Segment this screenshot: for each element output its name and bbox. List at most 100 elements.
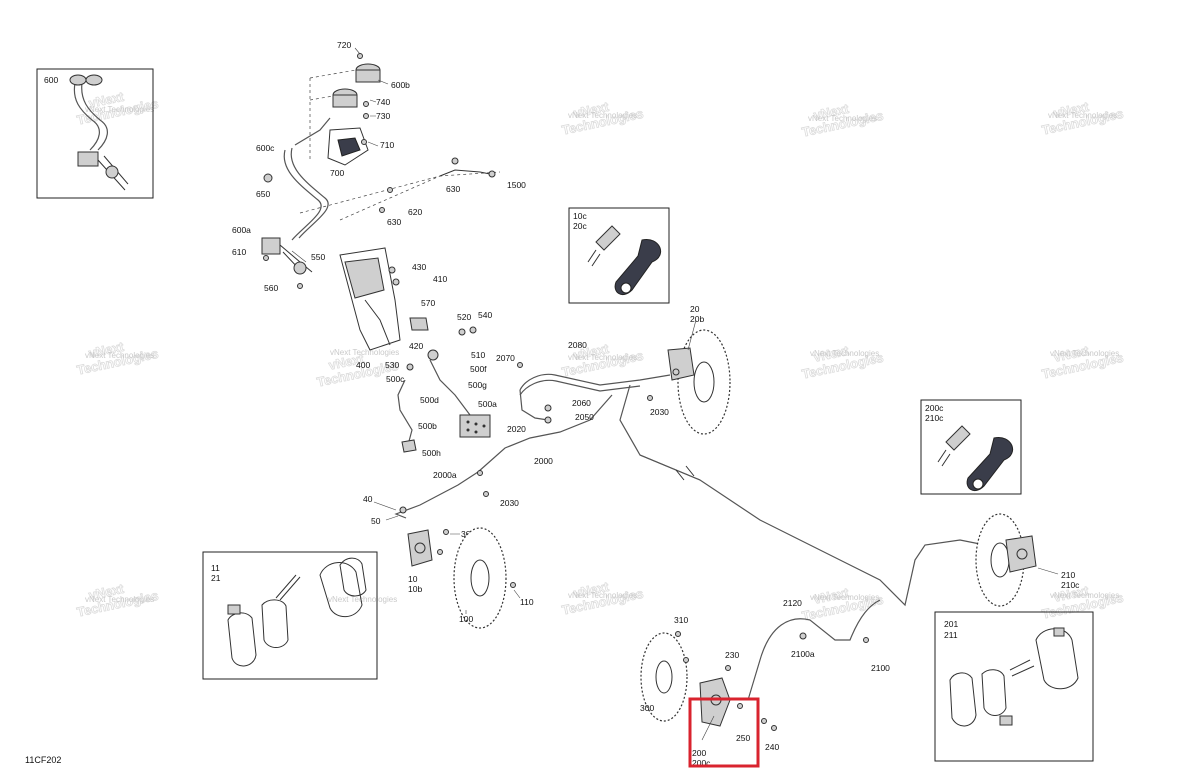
callout-720: 720 <box>337 40 351 50</box>
watermark: vNext Technologies <box>1050 591 1119 600</box>
watermark: vNext Technologies <box>1048 111 1117 120</box>
watermark: vNext Technologies <box>328 595 397 604</box>
callout-570: 570 <box>421 298 435 308</box>
watermark: vNext Technologies <box>1050 349 1119 358</box>
inset-pads-11-21[interactable] <box>202 551 378 680</box>
callout-210: 210 <box>1061 570 1075 580</box>
callout-2100a: 2100a <box>791 649 815 659</box>
callout-2070: 2070 <box>496 353 515 363</box>
callout-740: 740 <box>376 97 390 107</box>
callout-630-upper: 630 <box>446 184 460 194</box>
watermark: vNext Technologies <box>85 595 154 604</box>
callout-710: 710 <box>380 140 394 150</box>
hose-600c <box>263 117 501 241</box>
callout-21: 21 <box>211 573 221 583</box>
callout-11: 11 <box>211 563 220 573</box>
callout-500h: 500h <box>422 448 441 458</box>
callout-500a: 500a <box>478 399 497 409</box>
callout-300: 300 <box>640 703 654 713</box>
callout-500g: 500g <box>468 380 487 390</box>
callout-600b: 600b <box>391 80 410 90</box>
callout-200c-lower: 200c <box>692 758 711 768</box>
callout-420: 420 <box>409 341 423 351</box>
callout-10: 10 <box>408 574 418 584</box>
callout-2080: 2080 <box>568 340 587 350</box>
callout-600a: 600a <box>232 225 251 235</box>
highlight-box[interactable] <box>688 697 760 768</box>
pedal-bracket-400 <box>339 247 491 453</box>
callout-500d: 500d <box>420 395 439 405</box>
callout-200c: 200c <box>925 403 944 413</box>
callout-110: 110 <box>520 597 534 607</box>
front-left-caliper-10 <box>373 501 460 567</box>
master-cylinder-600a <box>261 237 313 289</box>
callout-210c-right: 210c <box>1061 580 1080 590</box>
disc-100 <box>453 527 521 629</box>
callout-2030-upper: 2030 <box>650 407 669 417</box>
callout-201: 201 <box>944 619 958 629</box>
callout-2060: 2060 <box>572 398 591 408</box>
callout-250: 250 <box>736 733 750 743</box>
callout-400: 400 <box>356 360 370 370</box>
diagram-code: 11CF202 <box>25 755 61 765</box>
callout-2100: 2100 <box>871 663 890 673</box>
callout-600: 600 <box>44 75 58 85</box>
callout-610: 610 <box>232 247 246 257</box>
callout-40: 40 <box>363 494 373 504</box>
callout-2020: 2020 <box>507 424 526 434</box>
callout-10c: 10c <box>573 211 587 221</box>
callout-30: 30 <box>461 529 471 539</box>
callout-200: 200 <box>692 748 706 758</box>
callout-550: 550 <box>311 252 325 262</box>
watermark: vNext Technologies <box>568 111 637 120</box>
callout-520: 520 <box>457 312 471 322</box>
callout-2120: 2120 <box>783 598 802 608</box>
callout-2000a: 2000a <box>433 470 457 480</box>
callout-650: 650 <box>256 189 270 199</box>
inset-600[interactable]: 600 <box>36 68 154 199</box>
callout-230: 230 <box>725 650 739 660</box>
callout-10b: 10b <box>408 584 422 594</box>
callout-620: 620 <box>408 207 422 217</box>
callout-510: 510 <box>471 350 485 360</box>
callout-560: 560 <box>264 283 278 293</box>
inset-bleeder-10c-20c[interactable] <box>568 207 670 304</box>
callout-1500: 1500 <box>507 180 526 190</box>
watermark: vNext Technologies <box>85 105 154 114</box>
callout-100: 100 <box>459 614 473 624</box>
disc-210 <box>975 513 1059 607</box>
disc-20 <box>667 319 731 435</box>
callout-600c: 600c <box>256 143 275 153</box>
callout-310: 310 <box>674 615 688 625</box>
callout-500f: 500f <box>470 364 487 374</box>
rear-caliper-200 <box>699 665 777 741</box>
callout-20c: 20c <box>573 221 587 231</box>
disc-300 <box>640 631 689 722</box>
callout-630-lower: 630 <box>387 217 401 227</box>
inset-pads-201-211[interactable] <box>934 611 1094 762</box>
watermark: vNext Technologies <box>568 353 637 362</box>
callout-530: 530 <box>385 360 399 370</box>
callout-20: 20 <box>690 304 700 314</box>
reservoir-assembly <box>309 47 389 166</box>
callout-2030-lower: 2030 <box>500 498 519 508</box>
watermark: vNext Technologies <box>330 348 399 357</box>
callout-20b: 20b <box>690 314 704 324</box>
callout-540: 540 <box>478 310 492 320</box>
inset-bleeder-200c-210c[interactable] <box>920 399 1022 495</box>
watermark: vNext Technologies <box>85 351 154 360</box>
watermark: vNext Technologies <box>810 593 879 602</box>
brake-lines <box>394 362 986 701</box>
callout-2050: 2050 <box>575 412 594 422</box>
callout-500c: 500c <box>386 374 405 384</box>
callout-730: 730 <box>376 111 390 121</box>
watermark: vNext Technologies <box>808 114 877 123</box>
watermark: vNext Technologies <box>810 349 879 358</box>
watermark: vNext Technologies <box>568 591 637 600</box>
callout-50: 50 <box>371 516 381 526</box>
callout-500b: 500b <box>418 421 437 431</box>
callout-700: 700 <box>330 168 344 178</box>
callout-430: 430 <box>412 262 426 272</box>
